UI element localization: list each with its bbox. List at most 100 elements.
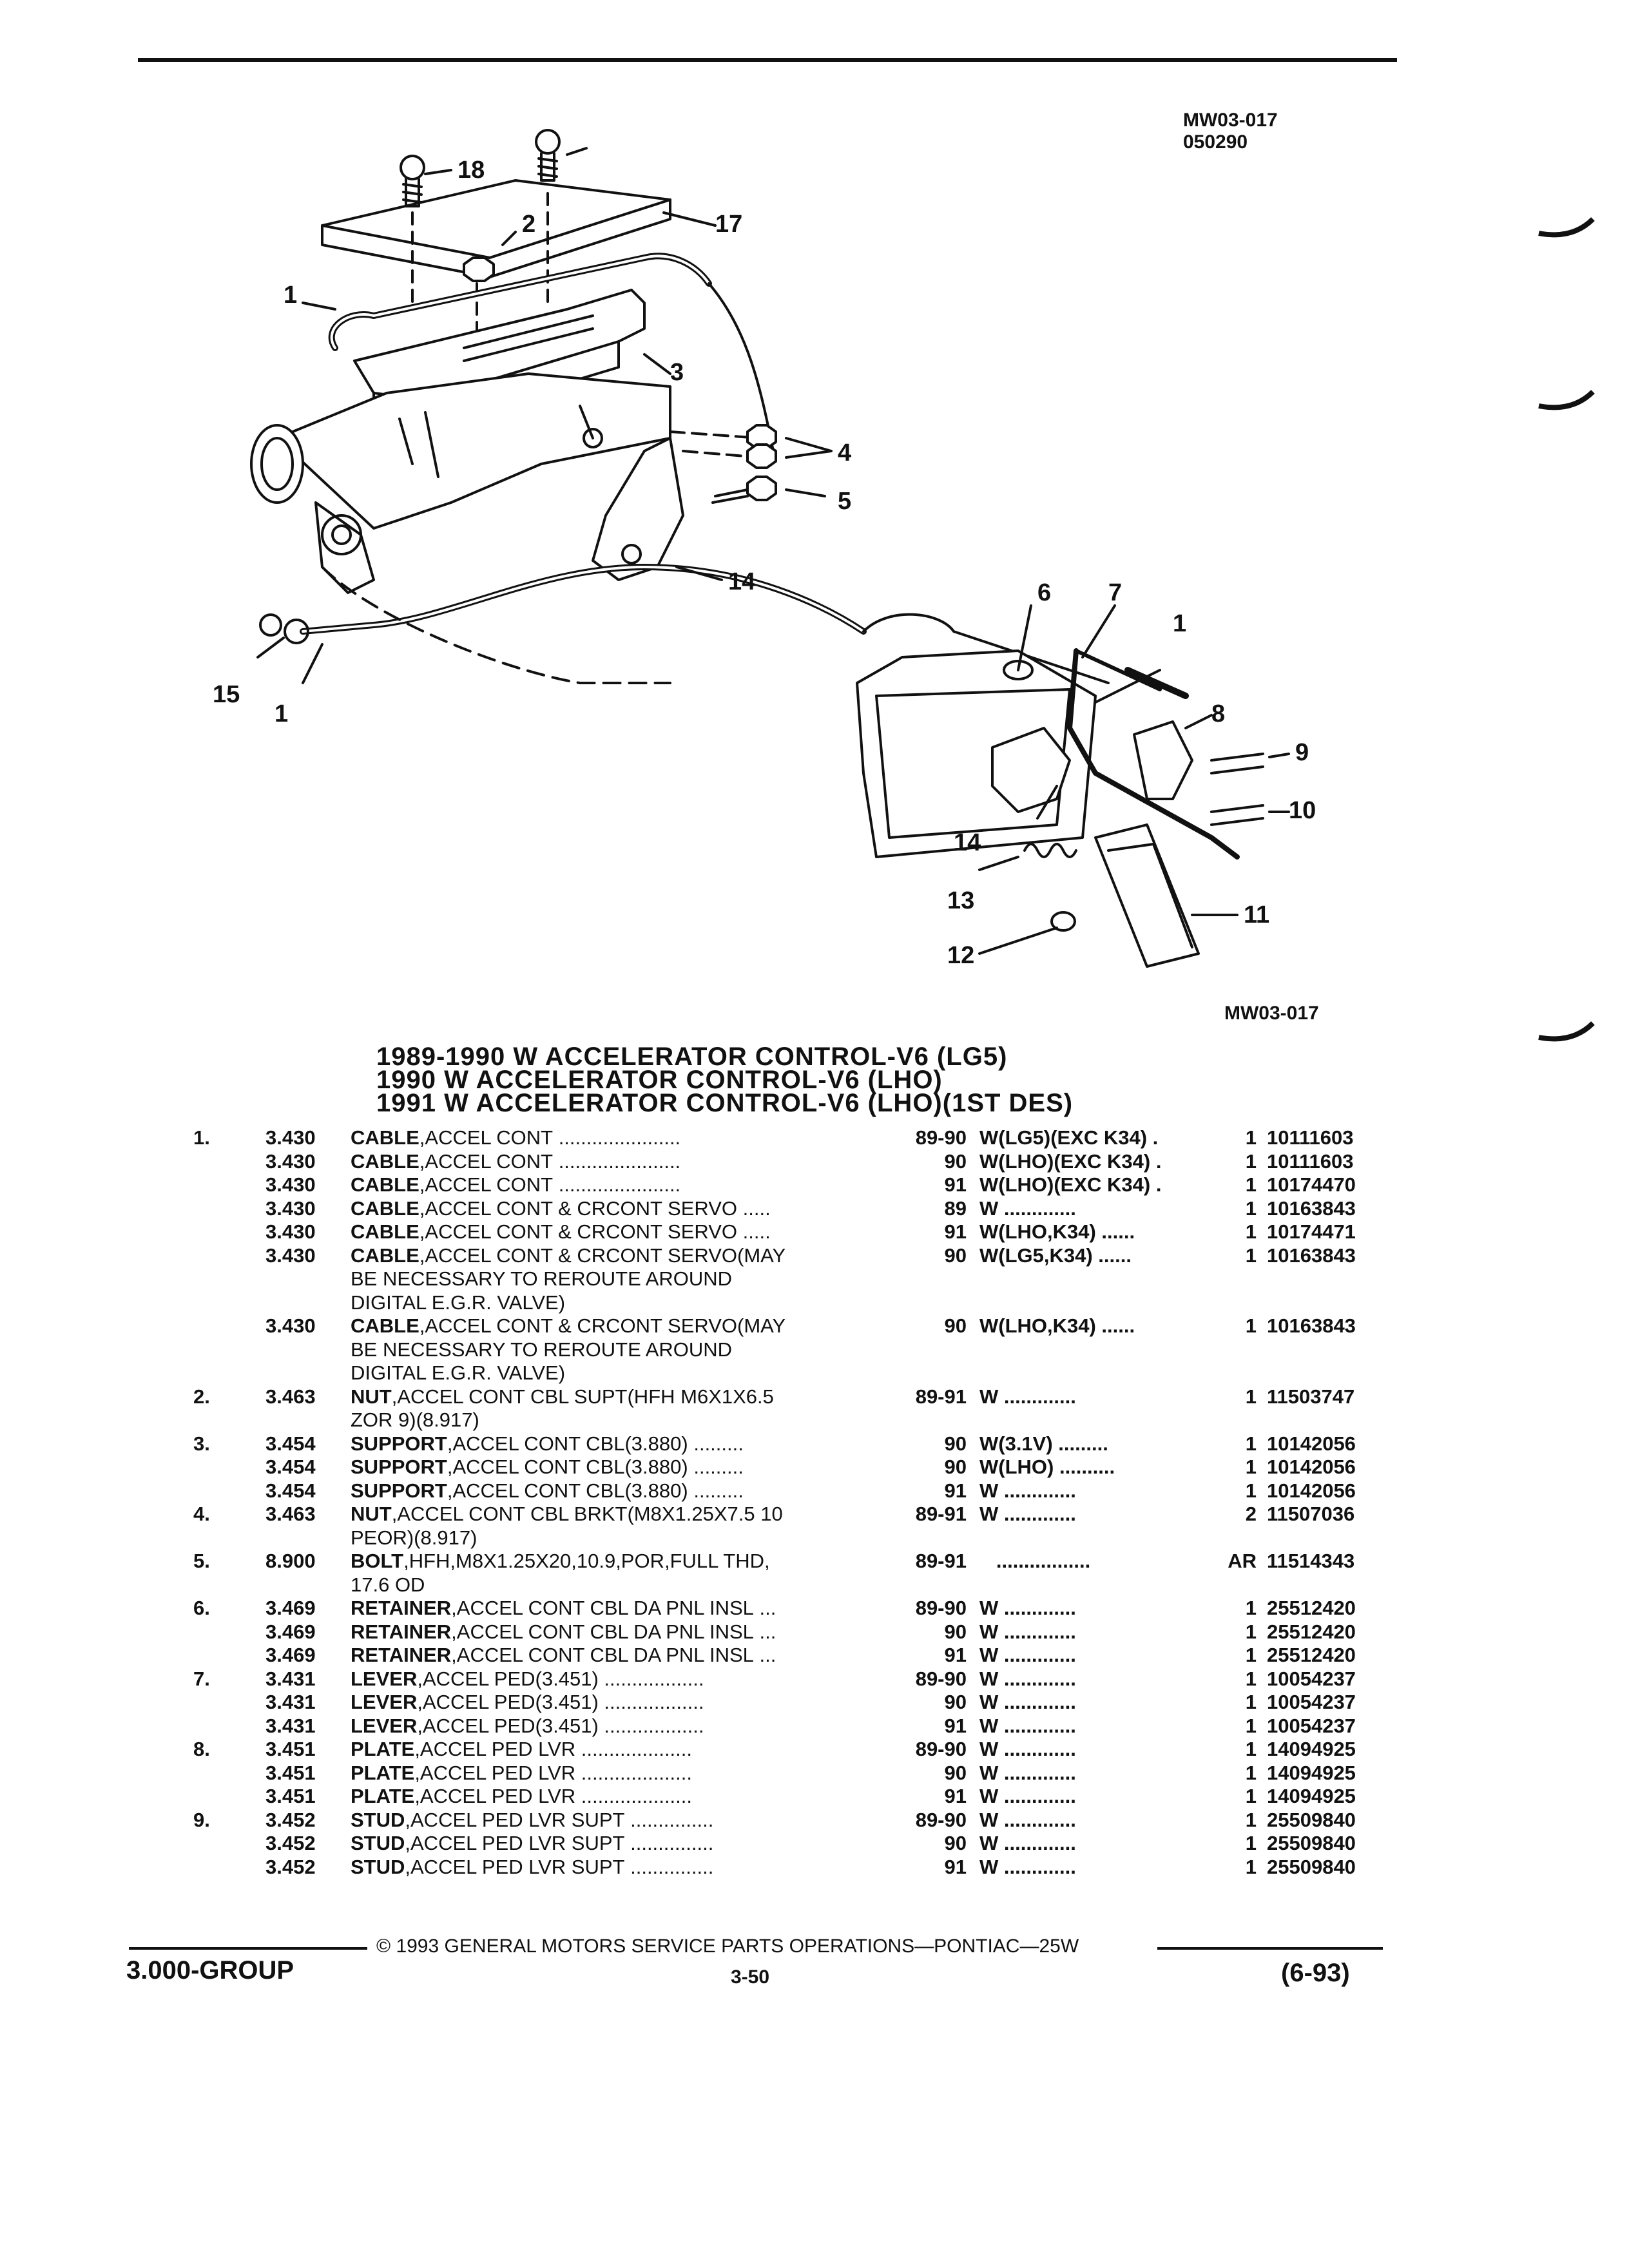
part-description: RETAINER,ACCEL CONT CBL DA PNL INSL ...: [351, 1597, 776, 1620]
leader-dots: ....................: [581, 1738, 693, 1760]
pedal-lever: [1067, 648, 1240, 860]
callout-12: 12: [947, 942, 974, 969]
item-number: 5.: [193, 1550, 210, 1572]
part-number: 10163843: [1267, 1314, 1356, 1337]
part-name: SUPPORT: [351, 1456, 447, 1478]
part-detail: ,ACCEL CONT CBL DA PNL INSL: [451, 1620, 754, 1643]
callout-15: 14: [728, 568, 755, 595]
part-description: PLATE,ACCEL PED LVR ....................: [351, 1785, 692, 1808]
part-detail: ,ACCEL CONT CBL DA PNL INSL: [451, 1644, 754, 1666]
illustration-code: MW03-017: [1183, 110, 1278, 131]
quantity: 1: [1245, 1855, 1257, 1878]
part-detail: ,ACCEL CONT & CRCONT SERVO(MAY: [419, 1314, 786, 1337]
group-number: 3.452: [265, 1855, 316, 1878]
quantity: 1: [1245, 1808, 1257, 1831]
model-year: 91: [944, 1855, 967, 1878]
part-description: PLATE,ACCEL PED LVR ....................: [351, 1762, 692, 1785]
part-description: CABLE,ACCEL CONT & CRCONT SERVO .....: [351, 1197, 771, 1220]
leader-dots: ....................: [581, 1761, 693, 1784]
callout-11: 11: [1244, 901, 1269, 928]
part-description: STUD,ACCEL PED LVR SUPT ...............: [351, 1809, 713, 1832]
part-number: 25512420: [1267, 1597, 1356, 1619]
margin-marks: [1538, 217, 1595, 1042]
group-number: 3.451: [265, 1738, 316, 1760]
quantity: 1: [1245, 1149, 1257, 1173]
part-number: 10163843: [1267, 1196, 1356, 1220]
callout-1-left: 1: [275, 700, 288, 727]
leader-dots: .....: [742, 1220, 771, 1243]
leader-dots: ....................: [581, 1785, 693, 1807]
page-number: 3-50: [731, 1966, 770, 1988]
model-year: 90: [944, 1691, 967, 1713]
part-number: 14094925: [1267, 1785, 1356, 1807]
part-number: 25512420: [1267, 1644, 1356, 1666]
description-continuation: 17.6 OD: [351, 1573, 425, 1596]
callout-8: 8: [1211, 700, 1225, 727]
model-application: W .............: [979, 1385, 1076, 1408]
model-year: 90: [944, 1149, 967, 1173]
part-number: 10174471: [1267, 1220, 1356, 1243]
item-number: 3.: [193, 1432, 210, 1455]
part-detail: ,ACCEL CONT: [419, 1149, 554, 1173]
part-name: RETAINER: [351, 1644, 452, 1666]
cable-bracket: [592, 437, 684, 581]
part-detail: ,ACCEL CONT CBL(3.880): [447, 1432, 688, 1455]
callout-4: 4: [838, 439, 851, 466]
part-detail: ,ACCEL PED(3.451): [417, 1691, 599, 1713]
description-continuation: DIGITAL E.G.R. VALVE): [351, 1361, 566, 1384]
group-number: 3.431: [265, 1667, 316, 1690]
part-number: 25512420: [1267, 1620, 1356, 1643]
part-name: CABLE: [351, 1126, 419, 1149]
model-application: W .............: [979, 1691, 1076, 1713]
callout-10: 10: [1289, 797, 1316, 824]
part-name: BOLT: [351, 1550, 404, 1572]
quantity: 1: [1245, 1385, 1257, 1408]
group-number: 3.452: [265, 1808, 316, 1831]
group-number: 3.430: [265, 1149, 316, 1173]
quantity: 1: [1245, 1479, 1257, 1502]
part-number: 10111603: [1267, 1126, 1354, 1149]
part-description: SUPPORT,ACCEL CONT CBL(3.880) .........: [351, 1432, 744, 1456]
part-detail: ,ACCEL CONT & CRCONT SERVO(MAY: [419, 1244, 786, 1267]
part-description: SUPPORT,ACCEL CONT CBL(3.880) .........: [351, 1479, 744, 1503]
part-description: LEVER,ACCEL PED(3.451) .................…: [351, 1715, 704, 1738]
group-number: 3.430: [265, 1196, 316, 1220]
section-title-1: 1989-1990 W ACCELERATOR CONTROL-V6 (LG5): [376, 1043, 1008, 1071]
group-number: 3.430: [265, 1314, 316, 1337]
part-name: SUPPORT: [351, 1432, 447, 1455]
part-detail: ,ACCEL PED LVR: [414, 1738, 576, 1760]
bolt-18a: [400, 155, 425, 207]
quantity: 1: [1245, 1196, 1257, 1220]
part-name: RETAINER: [351, 1620, 452, 1643]
part-description: STUD,ACCEL PED LVR SUPT ...............: [351, 1856, 713, 1879]
part-name: LEVER: [351, 1667, 418, 1690]
description-continuation: DIGITAL E.G.R. VALVE): [351, 1291, 566, 1314]
part-number: 14094925: [1267, 1738, 1356, 1760]
part-name: RETAINER: [351, 1597, 452, 1619]
description-continuation: BE NECESSARY TO REROUTE AROUND: [351, 1338, 733, 1361]
callout-13: 13: [947, 887, 974, 914]
part-name: STUD: [351, 1855, 405, 1878]
part-detail: ,ACCEL PED LVR SUPT: [405, 1808, 625, 1831]
part-description: CABLE,ACCEL CONT ......................: [351, 1126, 680, 1149]
part-number: 25509840: [1267, 1855, 1356, 1878]
callout-7: 7: [1108, 579, 1122, 606]
item-number: 6.: [193, 1597, 210, 1619]
part-name: NUT: [351, 1503, 392, 1525]
part-description: PLATE,ACCEL PED LVR ....................: [351, 1738, 692, 1761]
part-description: BOLT,HFH,M8X1.25X20,10.9,POR,FULL THD,: [351, 1550, 775, 1573]
part-detail: ,ACCEL CONT CBL(3.880): [447, 1479, 688, 1502]
leader-dots: ......................: [558, 1149, 681, 1173]
part-detail: ,ACCEL CONT CBL DA PNL INSL: [451, 1597, 754, 1619]
part-number: 10054237: [1267, 1714, 1356, 1737]
leader-dots: ...: [759, 1597, 776, 1619]
part-number: 11514343: [1267, 1550, 1355, 1572]
description-continuation: BE NECESSARY TO REROUTE AROUND: [351, 1267, 733, 1290]
part-description: NUT,ACCEL CONT CBL BRKT(M8X1.25X7.5 10: [351, 1503, 788, 1526]
group-number: 3.430: [265, 1126, 316, 1149]
item-number: 2.: [193, 1385, 210, 1408]
part-number: 10111603: [1267, 1149, 1354, 1173]
